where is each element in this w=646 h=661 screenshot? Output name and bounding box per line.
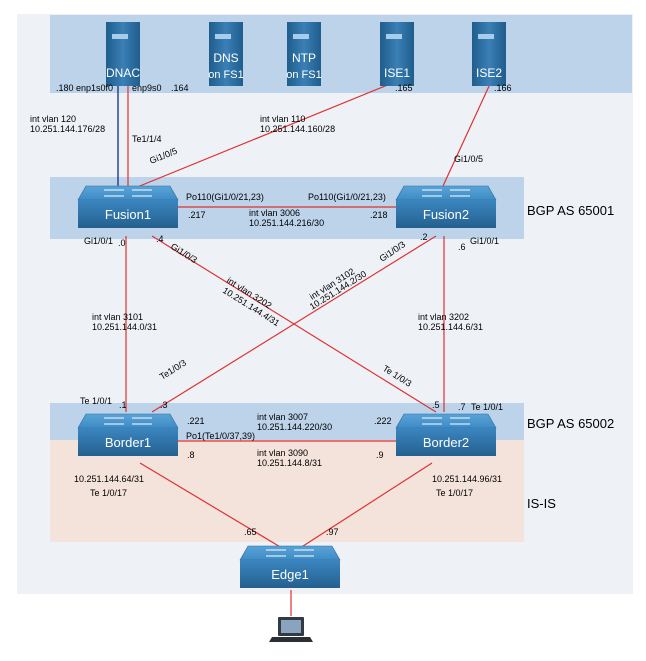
label-vlan3090: int vlan 3090 [257, 448, 308, 458]
label-gi101-fusion1: Gi1/0/1 [84, 236, 113, 246]
server-ise2-label: ISE2 [476, 66, 502, 80]
label-enp9s0: enp9s0 [132, 83, 162, 93]
label-ip-65: .65 [244, 527, 257, 537]
switch-border2[interactable]: Border2 [395, 413, 497, 456]
label-vlan3101: int vlan 3101 [92, 312, 143, 322]
label-vlan3006: int vlan 3006 [249, 208, 300, 218]
server-dnac[interactable]: DNAC [106, 22, 140, 86]
label-te101-border1: Te 1/0/1 [80, 396, 112, 406]
switch-arrows-icon [422, 417, 470, 425]
label-po110-fusion2: Po110(Gi1/0/21,23) [308, 192, 386, 202]
label-po1: Po1(Te1/0/37,39) [186, 431, 255, 441]
server-ntp-sub: on FS1 [286, 69, 321, 81]
switch-border2-label: Border2 [423, 435, 469, 450]
switch-arrows-icon [104, 189, 152, 197]
label-vlan3090-net: 10.251.144.8/31 [257, 458, 322, 468]
link-border2-edge1 [299, 462, 433, 549]
server-ise2[interactable]: ISE2 [472, 22, 506, 86]
server-ntp-label: NTP [292, 51, 316, 65]
label-vlan3202: int vlan 3202 [418, 312, 469, 322]
server-slot-icon [293, 34, 309, 39]
label-ip-3: .3 [160, 400, 168, 410]
link-ise1-fusion1 [129, 83, 391, 191]
switch-fusion1-label: Fusion1 [105, 207, 151, 222]
zone-title-bgp-65001: BGP AS 65001 [527, 203, 614, 218]
switch-arrows-icon [266, 549, 314, 557]
label-ip-222: .222 [374, 416, 392, 426]
label-ip-5: .5 [432, 400, 440, 410]
label-vlan3007: int vlan 3007 [257, 412, 308, 422]
label-gi101-fusion2: Gi1/0/1 [470, 236, 499, 246]
label-border1-net: 10.251.144.64/31 [74, 474, 144, 484]
zone-title-isis: IS-IS [527, 496, 556, 511]
label-ip-180: .180 [56, 83, 74, 93]
server-slot-icon [112, 34, 128, 39]
label-ip-6: .6 [458, 242, 466, 252]
switch-arrows-icon [422, 189, 470, 197]
server-slot-icon [386, 34, 402, 39]
server-ise1-label: ISE1 [384, 66, 410, 80]
label-ip-165: .165 [395, 83, 413, 93]
link-border1-edge1 [139, 462, 283, 549]
label-ip-217: .217 [188, 210, 206, 220]
label-ip-1: .1 [119, 400, 127, 410]
label-vlan3006-net: 10.251.144.216/30 [249, 218, 324, 228]
link-ise2-fusion2 [442, 83, 491, 187]
label-gi105-fusion2: Gi1/0/5 [454, 154, 483, 164]
switch-border1[interactable]: Border1 [77, 413, 179, 456]
label-vlan120-net: 10.251.144.176/28 [30, 124, 105, 134]
isis-zone [50, 440, 524, 542]
server-dns-sub: on FS1 [208, 69, 243, 81]
label-po110-fusion1: Po110(Gi1/0/21,23) [186, 192, 264, 202]
server-dns[interactable]: DNS on FS1 [208, 22, 244, 86]
label-ip-2: .2 [420, 232, 428, 242]
switch-border1-label: Border1 [105, 435, 151, 450]
label-ip-4: .4 [156, 234, 164, 244]
label-ip-0: .0 [118, 238, 126, 248]
server-dnac-label: DNAC [106, 66, 140, 80]
switch-edge1[interactable]: Edge1 [239, 545, 341, 588]
link-fusion2-border1 [151, 235, 437, 413]
label-vlan120: int vlan 120 [30, 114, 76, 124]
switch-fusion1[interactable]: Fusion1 [77, 185, 179, 228]
server-slot-icon [215, 34, 231, 39]
laptop-icon[interactable] [269, 617, 313, 642]
label-vlan110-net: 10.251.144.160/28 [260, 124, 335, 134]
label-ip-218: .218 [370, 210, 388, 220]
label-vlan3101-net: 10.251.144.0/31 [92, 322, 157, 332]
label-ip-221: .221 [187, 416, 205, 426]
switch-fusion2[interactable]: Fusion2 [395, 185, 497, 228]
switch-arrows-icon [104, 417, 152, 425]
label-ip-7: .7 [458, 402, 466, 412]
label-te1017-border1: Te 1/0/17 [90, 488, 127, 498]
label-te101-border2: Te 1/0/1 [471, 402, 503, 412]
zone-title-bgp-65002: BGP AS 65002 [527, 416, 614, 431]
label-vlan3202-net: 10.251.144.6/31 [418, 322, 483, 332]
label-ip-166: .166 [494, 83, 512, 93]
switch-fusion2-label: Fusion2 [423, 207, 469, 222]
label-ip-97: .97 [326, 527, 339, 537]
switch-edge1-label: Edge1 [271, 567, 309, 582]
label-te114: Te1/1/4 [132, 134, 162, 144]
server-slot-icon [478, 34, 494, 39]
server-ise1[interactable]: ISE1 [380, 22, 414, 86]
label-border2-net: 10.251.144.96/31 [432, 474, 502, 484]
label-te1017-border2: Te 1/0/17 [436, 488, 473, 498]
label-ip-8: .8 [187, 450, 195, 460]
label-vlan110: int vlan 110 [260, 114, 305, 124]
server-ntp[interactable]: NTP on FS1 [286, 22, 322, 86]
label-ip-9: .9 [376, 450, 384, 460]
label-vlan3007-net: 10.251.144.220/30 [257, 422, 332, 432]
label-ip-164: .164 [171, 83, 189, 93]
server-zone [50, 15, 632, 93]
server-dns-label: DNS [213, 51, 238, 65]
label-enp1s0f0: enp1s0f0 [76, 83, 113, 93]
